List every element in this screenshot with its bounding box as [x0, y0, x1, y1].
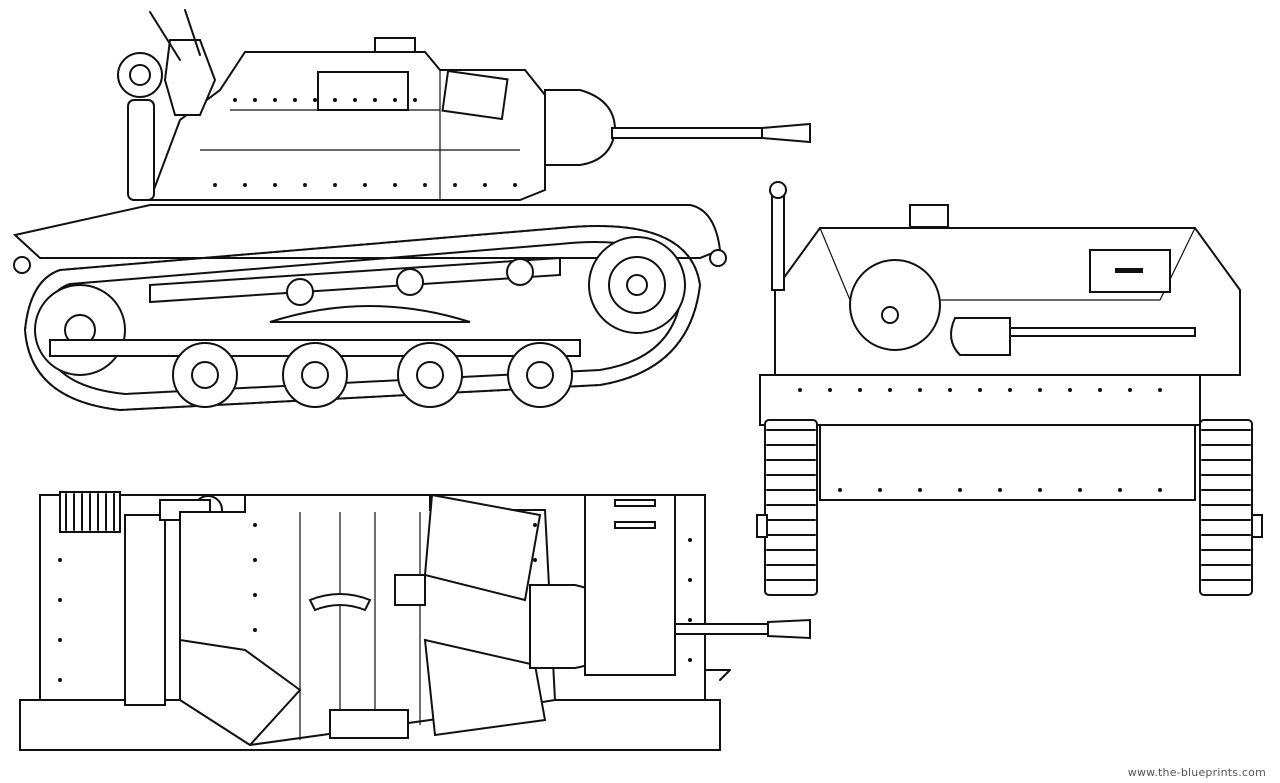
watermark: www.the-blueprints.com	[1127, 766, 1266, 779]
side-view	[12, 9, 811, 411]
front-view	[756, 181, 1263, 596]
top-view	[19, 491, 811, 751]
rivets	[58, 98, 1162, 682]
